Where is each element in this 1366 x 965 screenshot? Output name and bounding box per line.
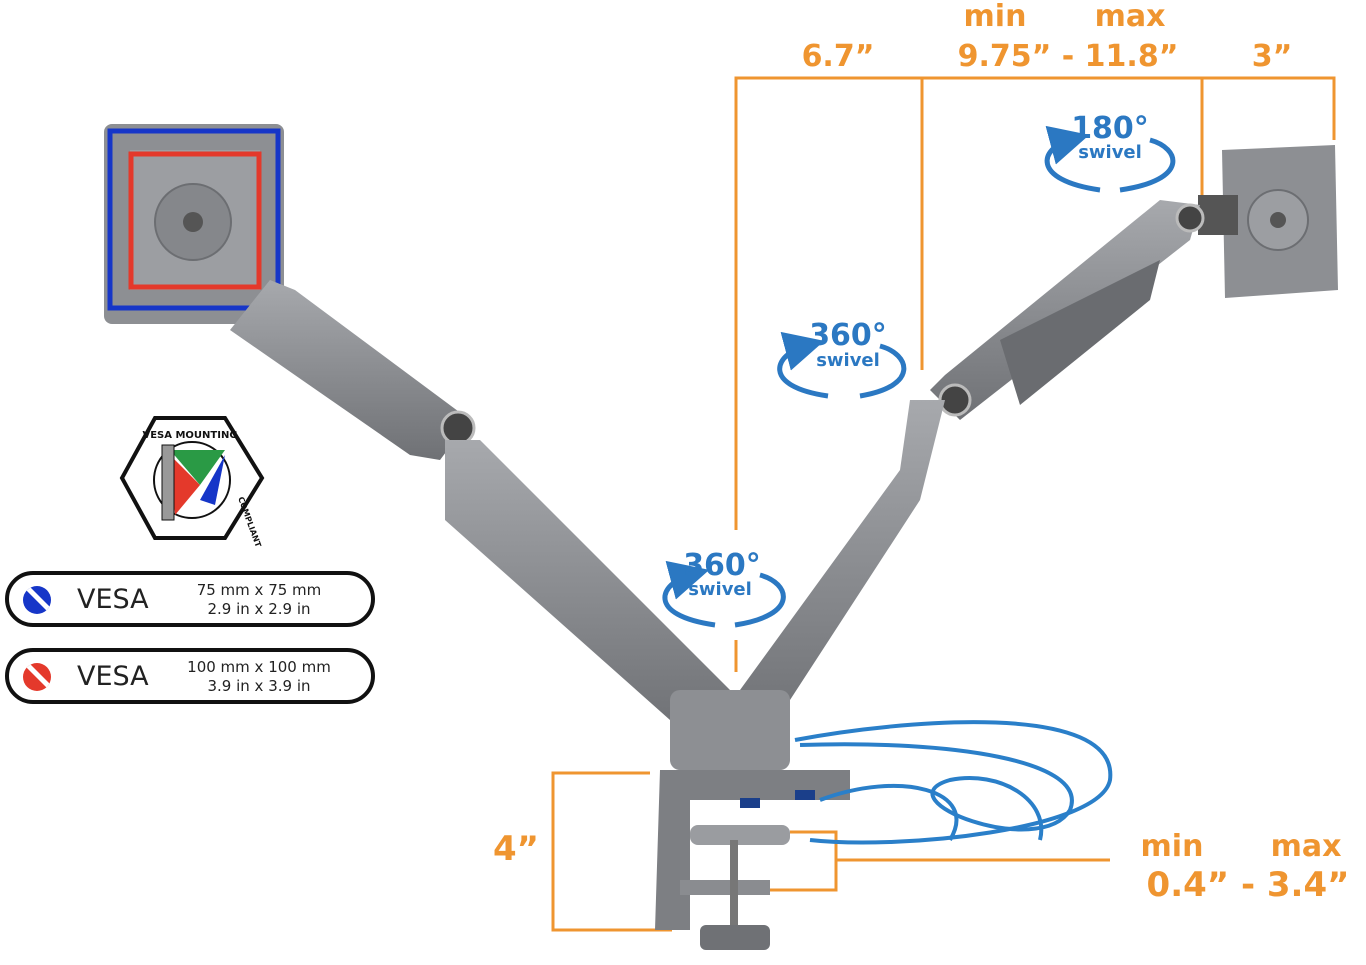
swivel-arrows: [662, 125, 1176, 628]
vesa-label: VESA: [77, 661, 149, 692]
right-vesa-plate: [1198, 145, 1338, 298]
vesa-large-color-icon: [23, 663, 51, 691]
left-width-label: 6.7”: [802, 39, 875, 74]
vesa-imperial: 2.9 in x 2.9 in: [207, 600, 311, 618]
vesa-size: 75 mm x 75 mm 2.9 in x 2.9 in: [179, 581, 339, 619]
vesa-compliant-badge: VESA MOUNTING COMPLIANT: [119, 416, 265, 549]
vesa-imperial: 3.9 in x 3.9 in: [207, 677, 311, 695]
vesa-75-spec: VESA 75 mm x 75 mm 2.9 in x 2.9 in: [5, 571, 375, 627]
swivel-label-bottom: swivel: [688, 579, 752, 600]
vesa-metric: 75 mm x 75 mm: [196, 581, 322, 599]
swivel-degrees-middle: 360°: [809, 318, 887, 353]
desk-clamp: [655, 690, 850, 950]
vesa-100-spec: VESA 100 mm x 100 mm 3.9 in x 3.9 in: [5, 648, 375, 704]
middle-max-label: max: [1095, 0, 1166, 34]
left-vesa-plate: [104, 124, 284, 324]
right-width-label: 3”: [1252, 39, 1293, 74]
vesa-metric: 100 mm x 100 mm: [187, 658, 331, 676]
vesa-label: VESA: [77, 584, 149, 615]
right-arm: [740, 200, 1205, 730]
vesa-size: 100 mm x 100 mm 3.9 in x 3.9 in: [179, 658, 339, 696]
swivel-degrees-top: 180°: [1071, 111, 1149, 146]
middle-range-label: 9.75” - 11.8”: [958, 39, 1179, 74]
clamp-height-label: 4”: [493, 829, 539, 869]
dimension-lines: [551, 76, 1336, 932]
vesa-small-color-icon: [23, 586, 51, 614]
desk-min-label: min: [1141, 829, 1204, 864]
svg-text:COMPLIANT: COMPLIANT: [236, 496, 263, 549]
swivel-label-top: swivel: [1078, 142, 1142, 163]
left-arm: [230, 280, 730, 730]
svg-text:VESA MOUNTING: VESA MOUNTING: [142, 430, 237, 441]
usb-cables: [794, 720, 1113, 845]
desk-range-label: 0.4” - 3.4”: [1147, 865, 1350, 905]
swivel-label-middle: swivel: [816, 350, 880, 371]
desk-max-label: max: [1271, 829, 1342, 864]
swivel-degrees-bottom: 360°: [683, 548, 761, 583]
middle-min-label: min: [964, 0, 1027, 34]
